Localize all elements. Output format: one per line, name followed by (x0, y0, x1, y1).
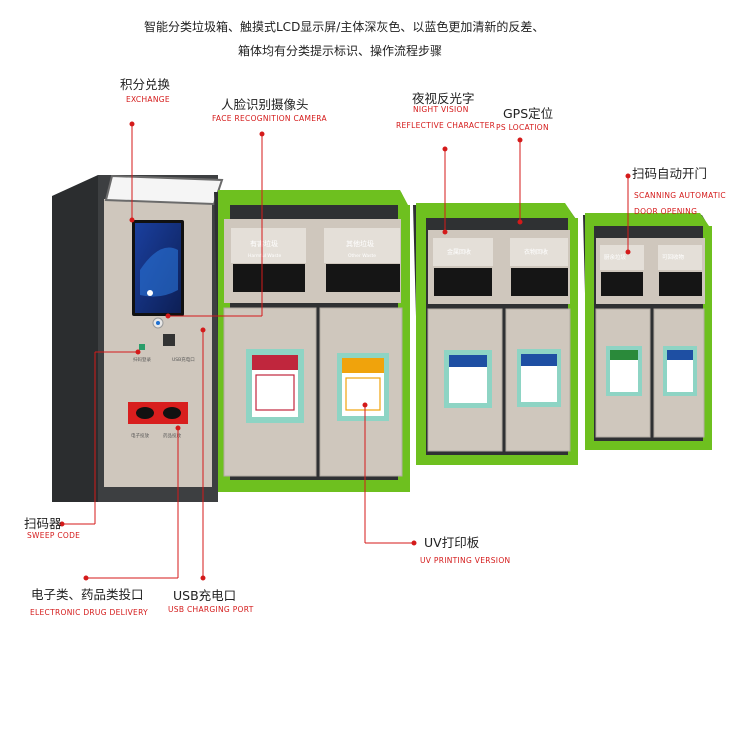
callout-uv-board-en: UV PRINTING VERSION (420, 556, 511, 565)
callout-exchange-en: EXCHANGE (126, 95, 170, 104)
bin-unit-2: 金属回收 衣物回收 (413, 203, 578, 465)
svg-text:衣物回收: 衣物回收 (524, 248, 548, 256)
callout-night-vision-cn: 夜视反光字 (412, 91, 475, 106)
callout-scan-door-cn: 扫码自动开门 (632, 166, 708, 181)
svg-text:厨余垃圾: 厨余垃圾 (604, 253, 627, 261)
callout-usb-cn: USB充电口 (173, 588, 237, 603)
callout-face-camera-cn: 人脸识别摄像头 (221, 97, 309, 112)
svg-text:扫码登录: 扫码登录 (133, 356, 151, 363)
heading-line-1: 智能分类垃圾箱、触摸式LCD显示屏/主体深灰色、以蓝色更加清新的反差、 (144, 20, 545, 34)
callout-uv-board-cn: UV打印板 (424, 535, 480, 550)
callout-sweep-code-en: SWEEP CODE (27, 531, 81, 540)
callout-electronic-drug-cn: 电子类、药品类投口 (31, 587, 144, 602)
svg-text:电子投放: 电子投放 (131, 432, 149, 439)
callout-gps-en: PS LOCATION (496, 123, 549, 132)
heading-line-2: 箱体均有分类提示标识、操作流程步骤 (238, 44, 443, 58)
callout-electronic-drug-en: ELECTRONIC DRUG DELIVERY (30, 608, 148, 617)
bin-unit-3: 厨余垃圾 可回收物 (583, 213, 712, 450)
callout-reflective-en: REFLECTIVE CHARACTER (396, 121, 496, 130)
callout-door-opening-en: DOOR OPENING (634, 207, 698, 216)
svg-text:其他垃圾: 其他垃圾 (346, 239, 374, 248)
callout-sweep-code-cn: 扫码器 (24, 516, 62, 531)
callout-scan-door-en: SCANNING AUTOMATIC (634, 191, 726, 200)
callout-lines (59, 121, 631, 581)
callout-usb-en: USB CHARGING PORT (168, 605, 254, 614)
control-cabinet: 扫码登录 USB充电口 电子投放 药品投放 (52, 174, 224, 502)
svg-text:药品投放: 药品投放 (163, 432, 181, 439)
svg-text:Harmful Waste: Harmful Waste (248, 253, 281, 259)
callout-night-vision-en: NIGHT VISION (413, 105, 469, 114)
svg-text:有害垃圾: 有害垃圾 (250, 239, 278, 248)
callout-gps-cn: GPS定位 (503, 106, 554, 121)
callout-exchange-cn: 积分兑换 (120, 77, 171, 92)
svg-text:金属回收: 金属回收 (447, 248, 471, 256)
bin-unit-1: 有害垃圾 Harmful Waste 其他垃圾 Other Waste (214, 190, 410, 492)
svg-text:Other Waste: Other Waste (348, 253, 376, 259)
callout-face-camera-en: FACE RECOGNITION CAMERA (212, 114, 327, 123)
svg-text:USB充电口: USB充电口 (172, 356, 195, 363)
svg-text:可回收物: 可回收物 (662, 253, 685, 261)
